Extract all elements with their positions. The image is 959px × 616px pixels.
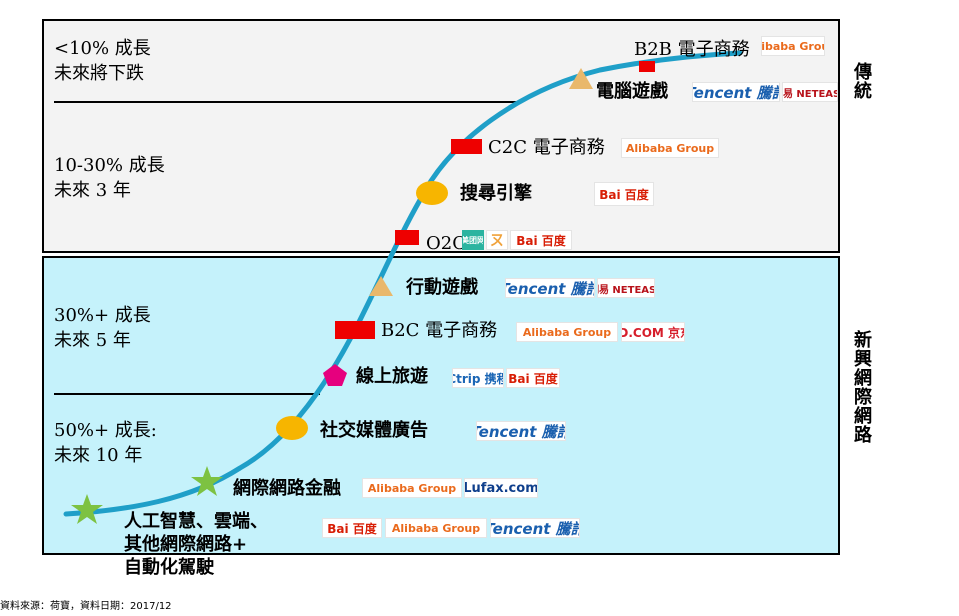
marker-square-b2c — [335, 321, 375, 339]
logo-alibaba: Alibaba Group — [761, 36, 825, 56]
milestone-mobile-games: 行動遊戲 — [406, 277, 478, 298]
growth-tier-4: 50%+ 成長: 未來 10 年 — [54, 418, 157, 468]
logo-netease: 網易 NETEASE — [597, 278, 655, 298]
milestone-search: 搜尋引擎 — [460, 183, 532, 204]
logo-baidu: Bai 百度 — [594, 182, 654, 206]
logo-alibaba: Alibaba Group — [516, 322, 618, 342]
new-internet-panel — [42, 256, 840, 555]
marker-square-o2o — [395, 230, 419, 245]
logo-alibaba: Alibaba Group — [362, 478, 462, 498]
logo-jd: JD.COM 京东 — [621, 322, 685, 342]
logo-baidu: Bai 百度 — [322, 518, 382, 538]
growth-tier-1: <10% 成長 未來將下跌 — [54, 36, 151, 86]
logo-alibaba: Alibaba Group — [385, 518, 487, 538]
logo-eleme: ㄡ — [486, 230, 508, 250]
logo-tencent: Tencent 騰訊 — [490, 518, 580, 538]
marker-square-c2c — [451, 139, 482, 154]
milestone-ai: 人工智慧、雲端、 其他網際網路+ 自動化駕駛 — [124, 510, 268, 579]
growth-curve — [63, 50, 743, 517]
logo-ctrip: Ctrip 携程 — [452, 368, 504, 388]
milestone-pc-games: 電腦遊戲 — [596, 81, 668, 102]
logo-baidu: Bai 百度 — [510, 230, 572, 250]
milestone-fintech: 網際網路金融 — [233, 478, 341, 499]
milestone-ai-line1: 人工智慧、雲端、 — [124, 511, 268, 532]
milestone-social-ads: 社交媒體廣告 — [320, 420, 428, 441]
growth-tier-2-horizon: 未來 3 年 — [54, 180, 131, 201]
source-note: 資料來源：荷寶，資料日期：2017/12 — [0, 601, 172, 612]
marker-pentagon-travel — [323, 364, 347, 386]
traditional-panel — [42, 19, 840, 253]
growth-tier-2-rate: 10-30% 成長 — [54, 155, 165, 176]
marker-circle-social-ads — [276, 416, 308, 440]
milestone-c2c: C2C 電子商務 — [488, 137, 605, 158]
logo-baidu: Bai 百度 — [506, 368, 560, 388]
growth-tier-2: 10-30% 成長 未來 3 年 — [54, 153, 165, 203]
growth-tier-4-rate: 50%+ 成長: — [54, 420, 157, 441]
marker-star-fintech — [191, 466, 223, 496]
logo-alibaba: Alibaba Group — [621, 138, 719, 158]
milestone-online-travel: 線上旅遊 — [356, 366, 428, 387]
growth-tier-3-rate: 30%+ 成長 — [54, 305, 151, 326]
milestone-b2c: B2C 電子商務 — [381, 320, 498, 341]
marker-star-ai — [71, 494, 103, 524]
milestone-ai-line3: 自動化駕駛 — [124, 557, 214, 578]
growth-tier-1-horizon: 未來將下跌 — [54, 63, 144, 84]
tier-divider-2 — [54, 393, 320, 395]
marker-square-b2b — [639, 61, 655, 72]
logo-meituan: 美团网 — [462, 230, 484, 250]
logo-tencent: Tencent 騰訊 — [692, 82, 780, 102]
milestone-o2o: O2O — [426, 233, 467, 254]
logo-netease: 網易 NETEASE — [782, 82, 838, 102]
logo-lufax: Lufax.com — [464, 478, 538, 498]
marker-triangle-pc-games — [569, 68, 593, 89]
logo-tencent: Tencent 騰訊 — [476, 421, 566, 441]
section-label-traditional: 傳統 — [851, 62, 872, 100]
logo-tencent: Tencent 騰訊 — [505, 278, 595, 298]
marker-triangle-mobile-games — [369, 276, 393, 296]
growth-tier-3: 30%+ 成長 未來 5 年 — [54, 303, 151, 353]
section-label-new-internet: 新興網際網路 — [851, 330, 872, 444]
growth-tier-3-horizon: 未來 5 年 — [54, 330, 131, 351]
growth-tier-1-rate: <10% 成長 — [54, 38, 151, 59]
milestone-ai-line2: 其他網際網路+ — [124, 534, 248, 555]
marker-circle-search — [416, 181, 448, 205]
tier-divider-1 — [54, 101, 520, 103]
milestone-b2b: B2B 電子商務 — [634, 39, 750, 60]
growth-tier-4-horizon: 未來 10 年 — [54, 445, 143, 466]
